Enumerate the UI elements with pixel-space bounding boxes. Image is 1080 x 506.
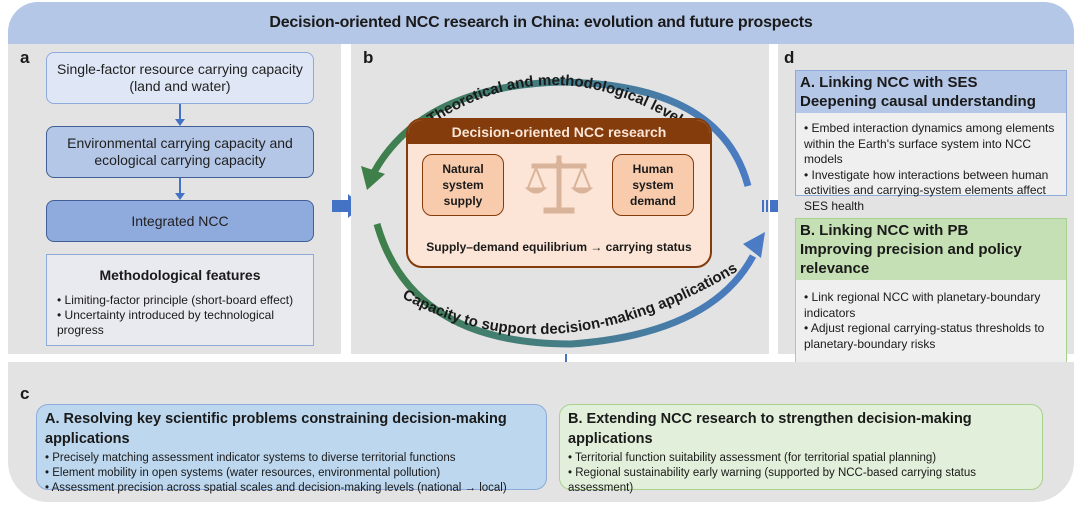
resolving-bullet: • Assessment precision across spatial sc… <box>45 482 507 494</box>
diagram-title: Decision-oriented NCC research in China:… <box>8 2 1074 44</box>
pb-link-card: B. Linking NCC with PB Improving precisi… <box>795 218 1067 375</box>
pb-card-heading: B. Linking NCC with PB Improving precisi… <box>796 219 1066 280</box>
ses-card-body: • Embed interaction dynamics among eleme… <box>796 113 1066 213</box>
extending-card-title: B. Extending NCC research to strengthen … <box>568 411 972 447</box>
balance-scale-icon <box>524 155 594 214</box>
bottom-arc-label: Capacity to support decision-making appl… <box>400 259 740 338</box>
down-arrow-icon <box>175 178 185 200</box>
pb-card-title: B. Linking NCC with PB <box>800 222 969 239</box>
panel-c: c A. Resolving key scientific problems c… <box>8 362 1074 502</box>
resolving-problems-card: A. Resolving key scientific problems con… <box>36 404 547 494</box>
ses-link-card: A. Linking NCC with SES Deepening causal… <box>795 70 1067 213</box>
extending-bullet: • Regional sustainability early warning … <box>568 467 976 494</box>
resolving-card-title: A. Resolving key scientific problems con… <box>45 411 507 447</box>
down-arrow-icon <box>175 104 185 126</box>
methodological-features-title: Methodological features <box>99 267 261 283</box>
panel-letter-a: a <box>20 48 30 67</box>
top-arc-arrowhead <box>361 166 385 190</box>
single-factor-box: Single-factor resource carrying capacity… <box>46 52 314 104</box>
ncc-box-header: Decision-oriented NCC research <box>408 120 710 144</box>
decision-oriented-ncc-box: Decision-oriented NCC research Natural s… <box>406 118 712 268</box>
panel-b: Theoretical and methodological level Cap… <box>351 44 769 354</box>
bottom-cycle-arc <box>373 223 757 348</box>
natural-system-supply-box: Natural system supply <box>422 154 504 216</box>
method-bullet: • Limiting-factor principle (short-board… <box>57 293 294 307</box>
ses-bullet: • Investigate how interactions between h… <box>804 167 1049 213</box>
integrated-ncc-box: Integrated NCC <box>46 200 314 242</box>
ses-card-title: A. Linking NCC with SES <box>800 74 978 91</box>
panel-d: d A. Linking NCC with SES Deepening caus… <box>778 44 1074 375</box>
panel-letter-d: d <box>784 48 795 67</box>
pb-card-body: • Link regional NCC with planetary-bound… <box>796 280 1066 374</box>
pb-card-subtitle: Improving precision and policy relevance <box>800 241 1022 277</box>
ses-bullet: • Embed interaction dynamics among eleme… <box>804 121 1055 166</box>
panel-letter-b: b <box>363 48 374 67</box>
equilibrium-label: Supply–demand equilibrium → carrying sta… <box>426 240 692 254</box>
pb-bullet: • Link regional NCC with planetary-bound… <box>804 290 1041 320</box>
methodological-features-box: Methodological features • Limiting-facto… <box>46 254 314 346</box>
panel-a: a Single-factor resource carrying capaci… <box>8 44 341 354</box>
resolving-bullet: • Precisely matching assessment indicato… <box>45 452 456 464</box>
environmental-capacity-box: Environmental carrying capacity and ecol… <box>46 126 314 178</box>
resolving-bullet: • Element mobility in open systems (wate… <box>45 467 441 479</box>
panel-letter-c: c <box>20 384 30 403</box>
method-bullet: • Uncertainty introduced by technologica… <box>57 308 274 337</box>
pb-bullet: • Adjust regional carrying-status thresh… <box>804 321 1045 351</box>
ses-card-heading: A. Linking NCC with SES Deepening causal… <box>796 71 1066 113</box>
svg-text:Capacity to support decision-m: Capacity to support decision-making appl… <box>400 259 740 338</box>
human-system-demand-box: Human system demand <box>612 154 694 216</box>
ses-card-subtitle: Deepening causal understanding <box>800 93 1036 110</box>
extending-bullet: • Territorial function suitability asses… <box>568 452 937 464</box>
bottom-arc-arrowhead <box>743 232 765 258</box>
extending-research-card: B. Extending NCC research to strengthen … <box>559 404 1043 494</box>
